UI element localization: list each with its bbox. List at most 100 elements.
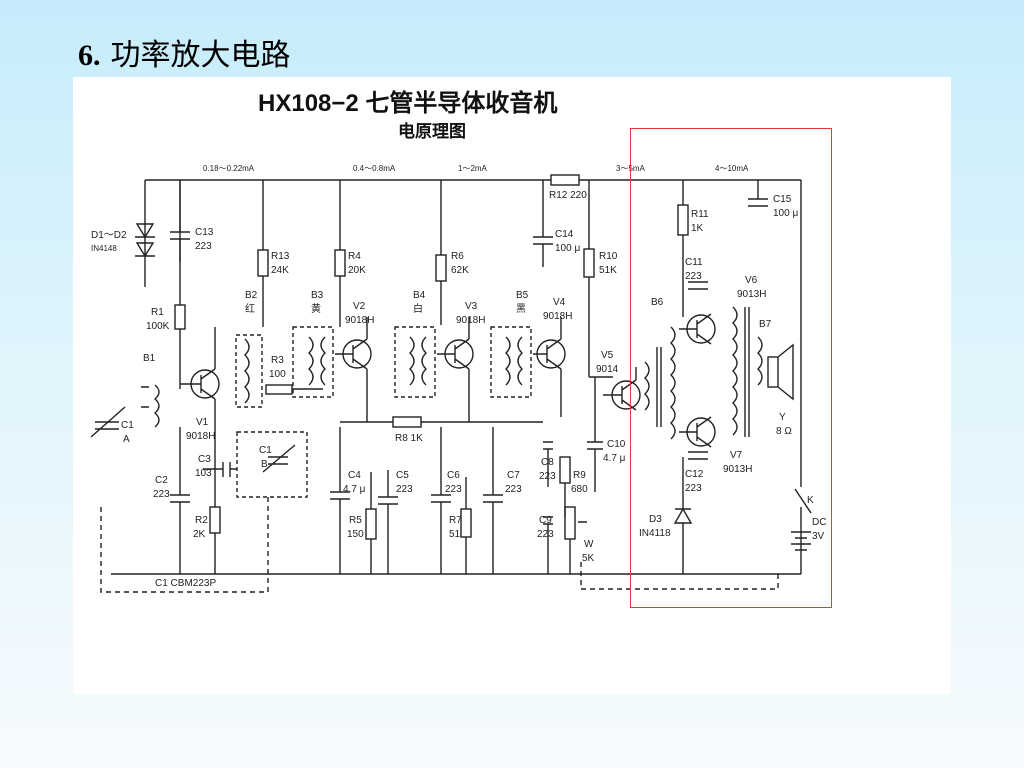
label-c3-value: 103 [195, 468, 212, 479]
label-hong: 红 [245, 304, 255, 315]
label-c8-value: 223 [539, 471, 556, 482]
slide-number: 6. [78, 39, 101, 72]
label-c1b: C1 [259, 445, 272, 456]
label-b1: B1 [143, 353, 156, 364]
label-c12: C12 [685, 469, 704, 480]
label-c8: C8 [541, 457, 554, 468]
label-r1: R1 [151, 307, 164, 318]
label-r3: R3 [271, 355, 284, 366]
label-r6-value: 62K [451, 265, 469, 276]
label-c14-value: 100 μ [555, 243, 581, 254]
label-r9: R9 [573, 470, 586, 481]
label-c12-value: 223 [685, 483, 702, 494]
label-in4148: IN4148 [91, 244, 117, 253]
label-c1a-section: A [123, 434, 130, 445]
current-label-1: 0.18～0.22mA [203, 164, 255, 173]
label-r5: R5 [349, 515, 362, 526]
label-c13-value: 223 [195, 241, 212, 252]
label-r6: R6 [451, 251, 464, 262]
label-v2-value: 9018H [345, 315, 375, 326]
label-c10-value: 4.7 μ [603, 453, 626, 464]
label-b3: B3 [311, 290, 324, 301]
label-c2-value: 223 [153, 489, 170, 500]
label-b7: B7 [759, 319, 772, 330]
label-r1-value: 100K [146, 321, 170, 332]
label-c9-value: 223 [537, 529, 554, 540]
label-b6: B6 [651, 297, 664, 308]
label-r11: R11 [691, 209, 709, 220]
label-c9: C9 [539, 515, 552, 526]
diagram-subtitle: 电原理图 [398, 122, 466, 141]
label-d3-value: IN4118 [639, 528, 671, 539]
label-w-value: 5K [582, 553, 595, 564]
label-v5-value: 9014 [596, 364, 619, 375]
label-v3: V3 [465, 301, 478, 312]
label-r2-value: 2K [193, 529, 206, 540]
label-r13-value: 24K [271, 265, 289, 276]
label-c11: C11 [685, 257, 703, 268]
label-k: K [807, 495, 814, 506]
label-r13: R13 [271, 251, 290, 262]
label-c13: C13 [195, 227, 214, 238]
label-v5: V5 [601, 350, 614, 361]
circuit-schematic [90, 174, 812, 593]
current-label-3: 1～2mA [458, 164, 487, 173]
label-hei: 黑 [516, 304, 526, 315]
label-c7-value: 223 [505, 484, 522, 495]
label-bai: 白 [413, 304, 423, 315]
label-r10-value: 51K [599, 265, 617, 276]
label-c4-value: 4.7 μ [343, 484, 366, 495]
label-r8: R8 1K [395, 433, 423, 444]
label-r7-value: 51 [449, 529, 461, 540]
slide-title: 6. 功率放大电路 [78, 30, 291, 74]
label-w: W [584, 539, 594, 550]
power-amplifier-highlight-box [630, 128, 832, 608]
label-c1a: C1 [121, 420, 134, 431]
label-c1b-section: B [261, 459, 268, 470]
label-v6: V6 [745, 275, 758, 286]
label-c14: C14 [555, 229, 574, 240]
current-label-5: 4～10mA [715, 164, 749, 173]
label-d1d2: D1～D2 [91, 230, 127, 241]
label-r5-value: 150 [347, 529, 364, 540]
label-c5-value: 223 [396, 484, 413, 495]
label-c2: C2 [155, 475, 168, 486]
label-y-value: 8 Ω [776, 426, 792, 437]
label-r11-value: 1K [691, 223, 704, 234]
label-y: Y [779, 412, 786, 423]
label-v6-value: 9013H [737, 289, 767, 300]
label-b4: B4 [413, 290, 426, 301]
current-label-2: 0.4～0.8mA [353, 164, 396, 173]
label-v1: V1 [196, 417, 209, 428]
label-v1-value: 9018H [186, 431, 216, 442]
label-c6-value: 223 [445, 484, 462, 495]
label-r4: R4 [348, 251, 361, 262]
label-r4-value: 20K [348, 265, 366, 276]
label-c4: C4 [348, 470, 361, 481]
label-v4-value: 9018H [543, 311, 573, 322]
label-r9-value: 680 [571, 484, 588, 495]
label-r3-value: 100 [269, 369, 286, 380]
label-b5: B5 [516, 290, 529, 301]
label-v7-value: 9013H [723, 464, 753, 475]
label-r12: R12 220 [549, 190, 587, 201]
label-v7: V7 [730, 450, 743, 461]
label-dc-value: 3V [812, 531, 825, 542]
label-c11-value: 223 [685, 271, 702, 282]
circuit-diagram: HX108−2 七管半导体收音机 电原理图 0.18～0.22mA 0.4～0.… [73, 77, 951, 694]
label-c15: C15 [773, 194, 792, 205]
label-b2: B2 [245, 290, 258, 301]
label-c15-value: 100 μ [773, 208, 799, 219]
label-d3: D3 [649, 514, 662, 525]
label-dc: DC [812, 517, 827, 528]
label-r2: R2 [195, 515, 208, 526]
label-c7: C7 [507, 470, 520, 481]
slide-heading: 功率放大电路 [110, 38, 291, 73]
label-c3: C3 [198, 454, 211, 465]
label-v2: V2 [353, 301, 366, 312]
label-r10: R10 [599, 251, 618, 262]
label-v3-value: 9018H [456, 315, 486, 326]
label-v4: V4 [553, 297, 566, 308]
diagram-title: HX108−2 七管半导体收音机 [258, 90, 558, 117]
label-cbm223p: C1 CBM223P [155, 578, 217, 589]
